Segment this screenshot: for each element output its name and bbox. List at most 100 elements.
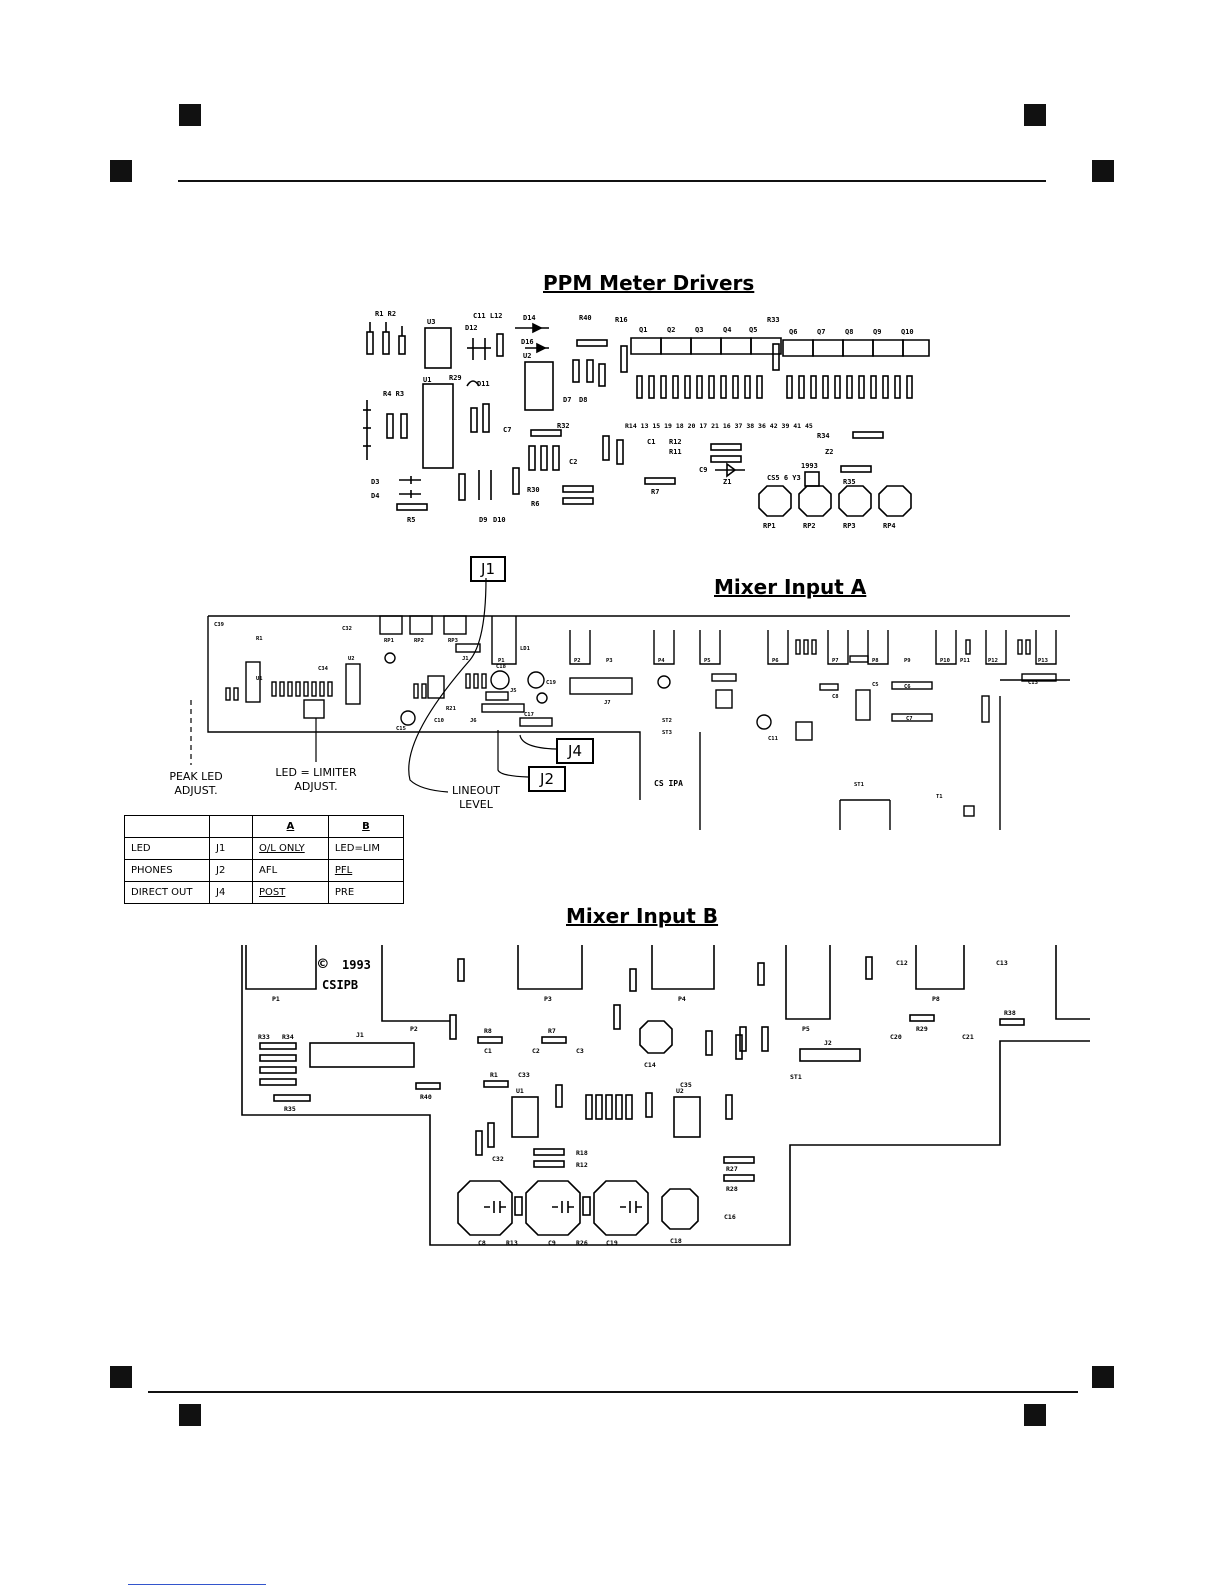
- ppm-label-rp3: RP3: [843, 522, 856, 530]
- mixer-a-part-p11: P11: [960, 658, 971, 664]
- mixer-a-part-p8: P8: [872, 658, 879, 664]
- ppm-label-c9: C9: [699, 466, 707, 474]
- table-cell: O/L ONLY: [252, 837, 329, 860]
- ppm-label-z1: Z1: [723, 478, 731, 486]
- mixer-a-part-p10: P10: [940, 658, 950, 664]
- ppm-label-q10: Q10: [901, 328, 914, 336]
- mixer-a-title: Mixer Input A: [714, 575, 867, 599]
- mixer-a-part-p9: P9: [904, 658, 911, 664]
- mixer-b-part-c32: C32: [492, 1155, 504, 1163]
- mixer-b-part-r35: R35: [284, 1105, 296, 1113]
- table-header-cell: [209, 815, 253, 838]
- jumper-box-j4: J4: [556, 738, 594, 764]
- ppm-label-d3: D3: [371, 478, 379, 486]
- mixer-b-part-r1: R1: [490, 1071, 498, 1079]
- mixer-a-part-p13: P13: [1038, 658, 1048, 664]
- ppm-label-q1: Q1: [639, 326, 647, 334]
- lineout-level-callout: LINEOUT LEVEL: [440, 784, 512, 812]
- jumper-settings-table: A B LED J1 O/L ONLY LED=LIM PHONES J2 AF…: [124, 815, 405, 904]
- ppm-label-q2: Q2: [667, 326, 675, 334]
- mixer-b-part-r34: R34: [282, 1033, 294, 1041]
- mixer-b-part-c12: C12: [896, 959, 908, 967]
- mixer-b-part-c33: C33: [518, 1071, 530, 1079]
- table-header-a: A: [252, 815, 329, 838]
- mixer-a-part-c13: C13: [1028, 680, 1038, 686]
- mixer-a-part-rp1: RP1: [384, 638, 395, 644]
- bottom-rule: [148, 1391, 1078, 1393]
- mixer-b-part-r29: R29: [916, 1025, 928, 1033]
- led-limiter-line1: LED = LIMITER: [275, 766, 357, 779]
- mixer-a-part-c10: C10: [434, 718, 444, 724]
- table-row: DIRECT OUT J4 POST PRE: [124, 881, 405, 904]
- mixer-a-part-c15: C15: [396, 726, 406, 732]
- mixer-a-part-p5: P5: [704, 658, 711, 664]
- table-cell: DIRECT OUT: [124, 881, 210, 904]
- mixer-a-part-c17: C17: [524, 712, 534, 718]
- mixer-b-part-c14: C14: [644, 1061, 656, 1069]
- mixer-a-part-j5: J5: [510, 688, 517, 694]
- registration-mark-top-left: [179, 104, 201, 126]
- ppm-label-rp2: RP2: [803, 522, 816, 530]
- table-header-b: B: [327, 815, 405, 838]
- mixer-a-part-st3: ST3: [662, 730, 672, 736]
- ppm-label-r4r3: R4 R3: [383, 390, 404, 398]
- mixer-b-part-c8: C8: [478, 1239, 486, 1247]
- mixer-a-part-c6: C6: [904, 684, 911, 690]
- mixer-a-part-c8: C8: [832, 694, 839, 700]
- ppm-label-z2: Z2: [825, 448, 833, 456]
- ppm-label-r29: R29: [449, 374, 462, 382]
- registration-mark-top-right: [1024, 104, 1046, 126]
- mixer-a-part-st1: ST1: [854, 782, 865, 788]
- ppm-label-d12: D12: [465, 324, 478, 332]
- table-cell: LED: [124, 837, 210, 860]
- ppm-year: 1993: [801, 462, 818, 470]
- ppm-label-q6: Q6: [789, 328, 797, 336]
- mixer-b-part-c19: C19: [606, 1239, 618, 1247]
- mixer-a-part-p6: P6: [772, 658, 779, 664]
- ppm-label-r32: R32: [557, 422, 570, 430]
- ppm-label-q3: Q3: [695, 326, 703, 334]
- mixer-b-part-c18: C18: [670, 1237, 682, 1245]
- table-header-row: A B: [124, 815, 405, 838]
- ppm-label-u3: U3: [427, 318, 435, 326]
- mixer-b-part-r26: R26: [576, 1239, 588, 1247]
- mixer-b-part-p1: P1: [272, 995, 280, 1003]
- mixer-b-part-p4: P4: [678, 995, 686, 1003]
- mixer-a-part-j7: J7: [604, 700, 611, 706]
- mixer-a-part-rp2: RP2: [414, 638, 424, 644]
- ppm-label-c1: C1: [647, 438, 655, 446]
- ppm-label-r11: R11: [669, 448, 682, 456]
- ppm-label-q4: Q4: [723, 326, 731, 334]
- ppm-label-d16: D16: [521, 338, 534, 346]
- mixer-a-part-p7: P7: [832, 658, 839, 664]
- mixer-b-part-c3: C3: [576, 1047, 584, 1055]
- mixer-a-part-c7: C7: [906, 716, 913, 722]
- mixer-a-board-diagram: C39 R1 C32 U1 U2 C34 C10 C15 R21 RP1 RP2…: [207, 615, 1070, 830]
- mixer-a-board-id: CS IPA: [654, 779, 683, 788]
- peak-led-line2: ADJUST.: [174, 784, 218, 797]
- table-row: LED J1 O/L ONLY LED=LIM: [124, 837, 405, 860]
- table-cell: PRE: [327, 881, 405, 904]
- ppm-label-d7: D7: [563, 396, 571, 404]
- ppm-label-c2: C2: [569, 458, 577, 466]
- mixer-a-part-c5: C5: [872, 682, 879, 688]
- ppm-board-id: CS5 6 Y3: [767, 474, 801, 482]
- ppm-label-d14: D14: [523, 314, 536, 322]
- mixer-a-part-c18: C18: [496, 664, 506, 670]
- ppm-label-d11: D11: [477, 380, 490, 388]
- mixer-b-part-p5: P5: [802, 1025, 810, 1033]
- ppm-label-rp1: RP1: [763, 522, 776, 530]
- registration-mark-bottom-left: [179, 1404, 201, 1426]
- mixer-a-part-r21: R21: [446, 706, 457, 712]
- ppm-label-r7: R7: [651, 488, 659, 496]
- mixer-b-part-u2: U2: [676, 1087, 684, 1095]
- mixer-b-part-r38: R38: [1004, 1009, 1016, 1017]
- mixer-b-part-r28: R28: [726, 1185, 738, 1193]
- ppm-label-d4: D4: [371, 492, 379, 500]
- led-limiter-adjust-callout: LED = LIMITER ADJUST.: [268, 766, 364, 794]
- ppm-label-c11l12: C11 L12: [473, 312, 503, 320]
- mixer-b-part-c1: C1: [484, 1047, 492, 1055]
- ppm-label-r6: R6: [531, 500, 539, 508]
- mixer-b-part-c9: C9: [548, 1239, 556, 1247]
- ppm-label-r30: R30: [527, 486, 540, 494]
